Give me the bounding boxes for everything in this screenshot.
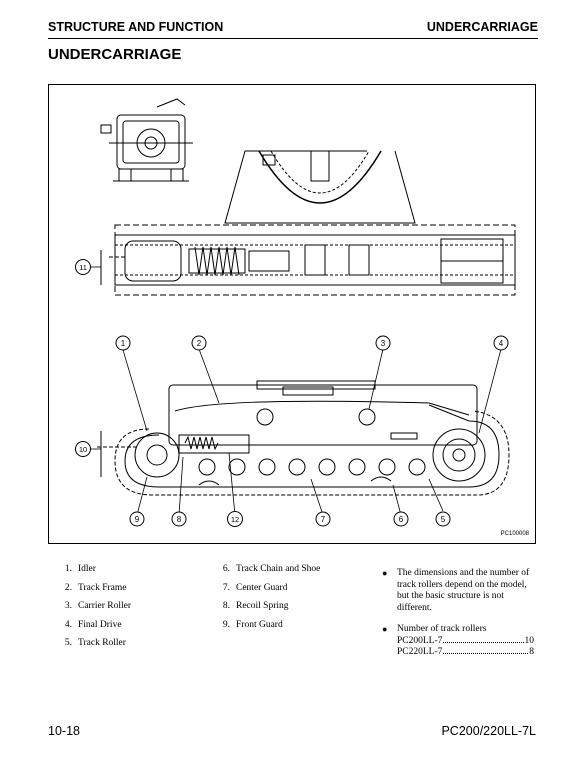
callout-3: 3 — [375, 335, 391, 351]
page-title: UNDERCARRIAGE — [48, 46, 182, 63]
legend-right: 6.Track Chain and Shoe 7.Center Guard 8.… — [216, 564, 320, 638]
bullet-icon: ● — [382, 568, 388, 578]
legend-item: 3.Carrier Roller — [64, 601, 132, 611]
callout-11: 11 — [75, 259, 91, 275]
svg-text:1: 1 — [121, 339, 126, 348]
undercarriage-figure: 1 2 3 4 5 6 7 8 9 10 11 12 PC100008 — [48, 84, 536, 544]
svg-text:9: 9 — [135, 515, 140, 524]
callout-1: 1 — [115, 335, 131, 351]
legend-item: 9.Front Guard — [222, 619, 283, 630]
page-header: STRUCTURE AND FUNCTION UNDERCARRIAGE — [48, 20, 538, 39]
top-view-upper — [224, 150, 416, 224]
callout-8: 8 — [171, 511, 187, 527]
svg-text:11: 11 — [79, 263, 87, 272]
legend-item: 5.Track Roller — [64, 638, 126, 648]
page-number: 10-18 — [48, 724, 80, 738]
svg-text:2: 2 — [197, 339, 202, 348]
legend-left: 1.Idler 2.Track Frame 3.Carrier Roller 4… — [58, 564, 131, 657]
legend-item: 2.Track Frame — [64, 582, 127, 593]
svg-text:5: 5 — [441, 515, 446, 524]
callout-balloons: 1 2 3 4 5 6 7 8 9 10 11 12 — [75, 259, 509, 527]
callout-5: 5 — [435, 511, 451, 527]
note-title: Number of track rollers — [397, 624, 487, 634]
svg-text:3: 3 — [381, 339, 386, 348]
note-model-difference: ● The dimensions and the number of track… — [382, 568, 530, 613]
notes-section: ● The dimensions and the number of track… — [382, 568, 534, 659]
svg-text:4: 4 — [499, 339, 504, 348]
svg-text:6: 6 — [399, 515, 404, 524]
callout-2: 2 — [191, 335, 207, 351]
legend-item: 4.Final Drive — [64, 619, 122, 630]
side-view-track — [97, 380, 510, 496]
front-view-sketch — [100, 98, 193, 182]
svg-text:7: 7 — [321, 515, 326, 524]
top-view-track — [100, 224, 516, 296]
topic-title: UNDERCARRIAGE — [426, 20, 538, 34]
legend-item: 1.Idler — [64, 564, 96, 574]
svg-text:8: 8 — [177, 515, 182, 524]
bullet-icon: ● — [382, 624, 388, 634]
callout-9: 9 — [129, 511, 145, 527]
svg-text:10: 10 — [79, 445, 87, 454]
callout-12: 12 — [227, 511, 243, 527]
legend-item: 7.Center Guard — [222, 582, 288, 593]
section-title: STRUCTURE AND FUNCTION — [48, 20, 224, 34]
svg-text:12: 12 — [231, 515, 239, 524]
legend-item: 8.Recoil Spring — [222, 601, 289, 611]
figure-code: PC100008 — [500, 531, 529, 537]
legend-item: 6.Track Chain and Shoe — [222, 564, 321, 574]
callout-4: 4 — [493, 335, 509, 351]
undercarriage-drawing: 1 2 3 4 5 6 7 8 9 10 11 12 — [75, 98, 516, 527]
callout-6: 6 — [393, 511, 409, 527]
model-name: PC200/220LL-7L — [441, 724, 536, 738]
callout-10: 10 — [75, 441, 91, 457]
callout-7: 7 — [315, 511, 331, 527]
